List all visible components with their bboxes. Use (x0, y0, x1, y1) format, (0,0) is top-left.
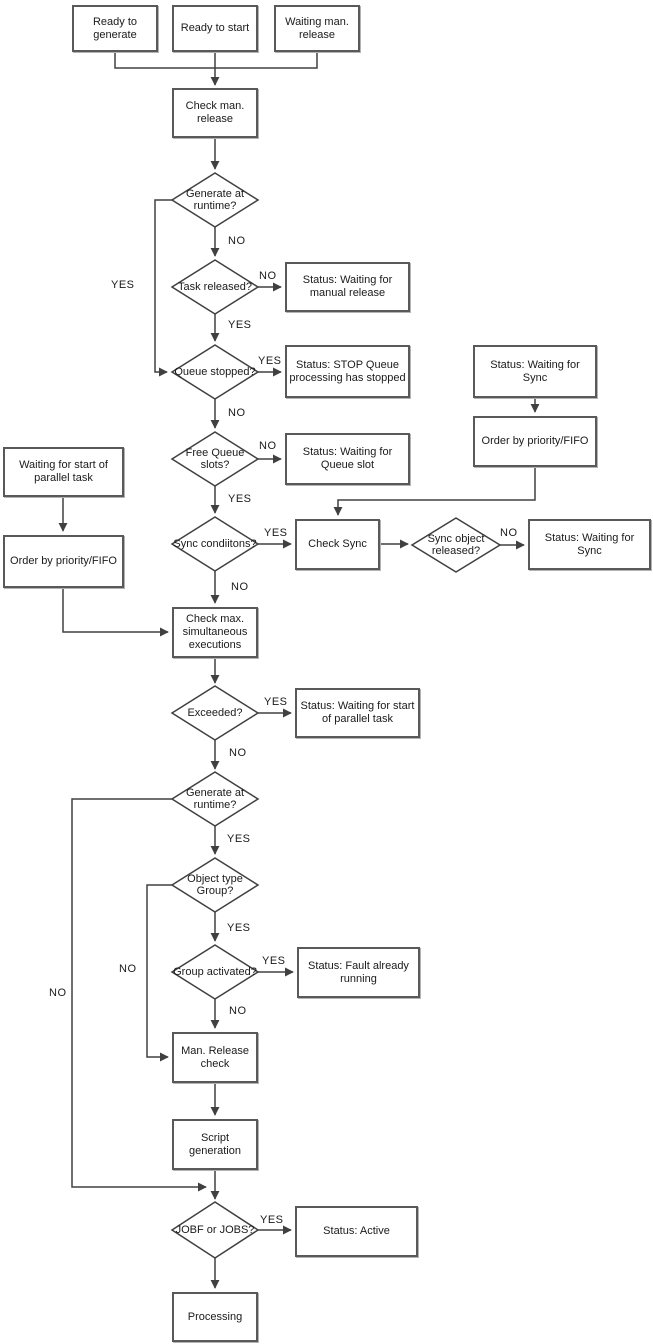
edge-label-gen1-yes: YES (111, 279, 135, 291)
edge-label-exceeded-yes: YES (264, 696, 288, 708)
decision-sync-object-released-shape (410, 517, 502, 573)
node-waiting-man-release: Waiting man. release (274, 5, 360, 52)
edge-label-free-no: NO (259, 440, 277, 452)
decision-generate-at-runtime-2-shape (170, 771, 260, 827)
node-check-sync: Check Sync (295, 519, 380, 570)
decision-free-queue-slots-shape (170, 431, 260, 487)
connector-order-right-to-check-sync (333, 467, 536, 516)
decision-jobf-or-jobs-shape (170, 1201, 260, 1259)
edge-label-task-yes: YES (228, 319, 252, 331)
node-check-man-release: Check man. release (172, 88, 258, 138)
edge-label-syncobj-no: NO (500, 527, 518, 539)
edge-label-jobf-yes: YES (260, 1214, 284, 1226)
decision-queue-stopped-shape (170, 344, 260, 400)
edge-label-gen1-no: NO (228, 235, 246, 247)
node-waiting-for-start-parallel-task: Waiting for start of parallel task (3, 447, 124, 497)
connector-merge-top (114, 52, 318, 69)
node-status-waiting-manual-release: Status: Waiting for manual release (285, 262, 410, 312)
node-man-release-check: Man. Release check (172, 1032, 258, 1083)
edge-label-objgroup-yes: YES (227, 922, 251, 934)
node-status-active: Status: Active (295, 1206, 418, 1257)
node-order-by-priority-fifo-left: Order by priority/FIFO (3, 535, 124, 588)
node-status-stop-queue: Status: STOP Queue processing has stoppe… (285, 345, 410, 398)
edge-label-task-no: NO (259, 270, 277, 282)
edge-label-free-yes: YES (228, 493, 252, 505)
connector-gen2-no-bypass (71, 798, 207, 1192)
node-order-by-priority-fifo-right: Order by priority/FIFO (473, 416, 597, 467)
node-status-waiting-start-parallel: Status: Waiting for start of parallel ta… (295, 688, 420, 738)
node-status-waiting-queue-slot: Status: Waiting for Queue slot (285, 433, 410, 485)
decision-task-released-shape (170, 259, 260, 315)
node-processing: Processing (172, 1292, 258, 1342)
decision-group-activated-shape (170, 944, 260, 1000)
node-ready-to-start: Ready to start (172, 5, 258, 52)
connector-order-left-to-check-max (62, 588, 169, 637)
connector-gen1-yes-to-queue-stopped (154, 199, 172, 377)
node-ready-to-generate: Ready to generate (72, 5, 158, 52)
node-status-waiting-sync-top: Status: Waiting for Sync (473, 345, 597, 398)
edge-label-group-no: NO (229, 1005, 247, 1017)
node-status-waiting-sync-right: Status: Waiting for Sync (528, 519, 651, 570)
edge-label-exceeded-no: NO (229, 747, 247, 759)
edge-label-group-yes: YES (262, 955, 286, 967)
connector-objgroup-no-to-man-release (146, 884, 172, 1062)
node-check-max-simultaneous: Check max. simultaneous executions (172, 607, 258, 658)
edge-label-objgroup-no: NO (119, 963, 137, 975)
decision-generate-at-runtime-1-shape (170, 172, 260, 228)
edge-label-gen2-yes: YES (227, 833, 251, 845)
edge-label-sync-yes: YES (264, 527, 288, 539)
edge-label-sync-no: NO (231, 581, 249, 593)
edge-label-queue-no: NO (228, 407, 246, 419)
edge-label-queue-yes: YES (258, 355, 282, 367)
decision-object-type-group-shape (170, 857, 260, 913)
decision-exceeded-shape (170, 685, 260, 741)
edge-label-gen2-no: NO (49, 987, 67, 999)
node-script-generation: Script generation (172, 1119, 258, 1170)
node-status-fault-already-running: Status: Fault already running (297, 947, 420, 998)
decision-sync-conditions-shape (170, 516, 260, 572)
